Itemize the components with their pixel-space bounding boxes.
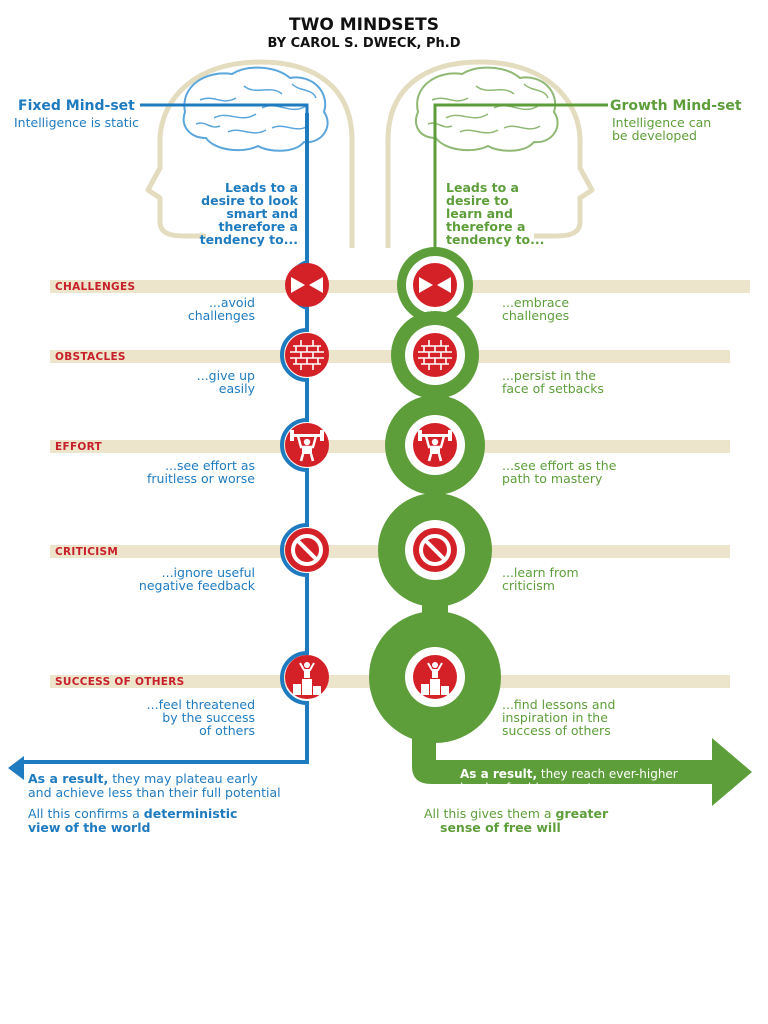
- svg-text:negative feedback: negative feedback: [139, 578, 256, 593]
- fixed-leads-to-text: Leads to a desire to look smart and ther…: [200, 180, 299, 247]
- svg-text:inspiration in the: inspiration in the: [502, 710, 608, 725]
- growth-result-text: As a result, they reach ever-higher leve…: [460, 767, 678, 795]
- svg-text:...see effort as the: ...see effort as the: [502, 458, 617, 473]
- svg-text:All this gives them a greater: All this gives them a greater: [424, 806, 609, 821]
- svg-text:As a result, they may plateau: As a result, they may plateau early: [28, 771, 258, 786]
- growth-leads-to-text: Leads to a desire to learn and therefore…: [446, 180, 544, 247]
- svg-text:smart and: smart and: [226, 206, 298, 221]
- growth-brain-icon: [415, 66, 559, 152]
- page-subtitle: BY CAROL S. DWECK, Ph.D: [267, 36, 460, 51]
- fixed-challenges-arrows-inward-icon: [285, 263, 329, 307]
- fixed-track: [8, 113, 309, 780]
- svg-text:tendency to...: tendency to...: [200, 232, 298, 247]
- growth-challenges-arrows-inward-icon: [413, 263, 457, 307]
- growth-obstacles-brick-wall-icon: [412, 332, 458, 378]
- fixed-confirm-text: All this confirms a deterministic view o…: [28, 806, 237, 835]
- row-label-success-of-others: SUCCESS OF OTHERS: [55, 676, 185, 688]
- fixed-result-text: As a result, they may plateau early and …: [28, 771, 281, 800]
- svg-text:face of setbacks: face of setbacks: [502, 381, 604, 396]
- growth-mindset-subtitle-line1: Intelligence can: [612, 115, 711, 130]
- svg-text:All this confirms a determinis: All this confirms a deterministic: [28, 806, 237, 821]
- svg-text:by the success: by the success: [162, 710, 255, 725]
- growth-head-outline-icon: [385, 59, 595, 248]
- svg-text:...see effort as: ...see effort as: [165, 458, 255, 473]
- svg-text:As a result, they reach ever-h: As a result, they reach ever-higher: [460, 767, 678, 781]
- svg-text:...persist in the: ...persist in the: [502, 368, 596, 383]
- row-label-challenges: CHALLENGES: [55, 281, 135, 293]
- fixed-brain-icon: [182, 66, 329, 152]
- growth-effort-weightlifter-icon: [411, 421, 459, 469]
- svg-text:...avoid: ...avoid: [209, 295, 255, 310]
- growth-connector-line: [433, 103, 608, 113]
- fixed-head-outline-icon: [145, 59, 355, 248]
- svg-text:easily: easily: [219, 381, 256, 396]
- row-labels: CHALLENGES OBSTACLES EFFORT CRITICISM SU…: [55, 281, 185, 688]
- svg-text:view of the world: view of the world: [28, 820, 150, 835]
- row-label-obstacles: OBSTACLES: [55, 351, 126, 363]
- growth-success-winner-podium-icon: [412, 654, 458, 700]
- fixed-mindset-subtitle: Intelligence is static: [14, 115, 139, 130]
- svg-text:challenges: challenges: [502, 308, 569, 323]
- row-label-effort: EFFORT: [55, 441, 103, 453]
- svg-text:...learn from: ...learn from: [502, 565, 579, 580]
- svg-text:fruitless or worse: fruitless or worse: [147, 471, 255, 486]
- page-title: TWO MINDSETS: [289, 15, 439, 35]
- svg-text:levels of achievement: levels of achievement: [460, 781, 592, 795]
- svg-text:path to mastery: path to mastery: [502, 471, 603, 486]
- fixed-success-winner-podium-icon: [284, 654, 330, 700]
- svg-text:desire to: desire to: [446, 193, 509, 208]
- growth-mindset-subtitle-line2: be developed: [612, 128, 697, 143]
- growth-confirm-text: All this gives them a greater sense of f…: [424, 806, 609, 835]
- fixed-effort-weightlifter-icon: [283, 421, 331, 469]
- svg-text:...find lessons and: ...find lessons and: [502, 697, 615, 712]
- svg-text:...feel threatened: ...feel threatened: [147, 697, 255, 712]
- growth-mindset-title: Growth Mind-set: [610, 98, 742, 114]
- svg-text:success of others: success of others: [502, 723, 611, 738]
- svg-text:challenges: challenges: [188, 308, 255, 323]
- fixed-obstacles-brick-wall-icon: [284, 332, 330, 378]
- svg-text:Leads to a: Leads to a: [446, 180, 519, 195]
- growth-criticism-no-entry-icon: [411, 526, 459, 574]
- fixed-criticism-no-entry-icon: [283, 526, 331, 574]
- svg-text:...give up: ...give up: [197, 368, 255, 383]
- svg-text:sense of free will: sense of free will: [440, 820, 561, 835]
- fixed-mindset-title: Fixed Mind-set: [18, 98, 135, 114]
- svg-text:criticism: criticism: [502, 578, 555, 593]
- svg-text:...ignore useful: ...ignore useful: [162, 565, 255, 580]
- svg-text:therefore a: therefore a: [446, 219, 525, 234]
- svg-text:therefore a: therefore a: [219, 219, 298, 234]
- svg-text:learn and: learn and: [446, 206, 513, 221]
- svg-text:tendency to...: tendency to...: [446, 232, 544, 247]
- growth-row-texts: ...embrace challenges ...persist in the …: [502, 295, 617, 738]
- svg-text:desire to look: desire to look: [201, 193, 299, 208]
- svg-text:and achieve less than their fu: and achieve less than their full potenti…: [28, 785, 281, 800]
- svg-text:of others: of others: [199, 723, 255, 738]
- fixed-connector-line: [140, 103, 309, 113]
- row-label-criticism: CRITICISM: [55, 546, 118, 558]
- svg-text:...embrace: ...embrace: [502, 295, 569, 310]
- svg-text:Leads to a: Leads to a: [225, 180, 298, 195]
- fixed-row-texts: ...avoid challenges ...give up easily ..…: [139, 295, 256, 738]
